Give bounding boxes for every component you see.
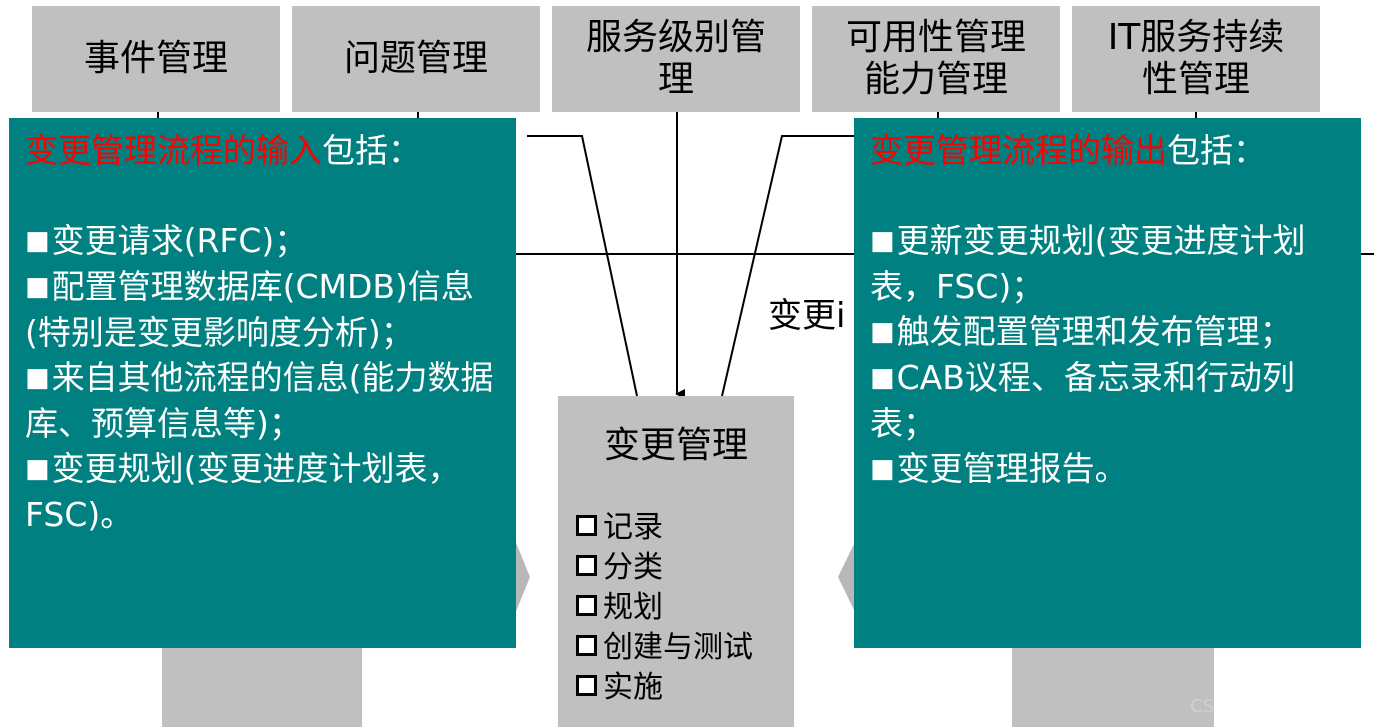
input-list: ■变更请求(RFC)； ■配置管理数据库(CMDB)信息(特别是变更影响度分析)…	[25, 218, 500, 537]
input-panel: 变更管理流程的输入包括： ■变更请求(RFC)； ■配置管理数据库(CMDB)信…	[9, 118, 516, 648]
box-label: IT服务持续 性管理	[1107, 17, 1285, 100]
checkbox-square-icon	[576, 555, 597, 576]
square-bullet-icon: ■	[870, 454, 895, 484]
square-bullet-icon: ■	[25, 454, 50, 484]
list-item: ■更新变更规划(变更进度计划表，FSC)；	[870, 221, 1306, 306]
list-item: ■配置管理数据库(CMDB)信息(特别是变更影响度分析)；	[25, 267, 474, 352]
input-panel-title: 变更管理流程的输入包括：	[25, 128, 500, 173]
square-bullet-icon: ■	[25, 226, 50, 256]
box-label: 问题管理	[343, 38, 488, 79]
left-chevron	[515, 540, 530, 614]
square-bullet-icon: ■	[25, 363, 50, 393]
step-item: 分类	[576, 548, 753, 588]
list-item: ■CAB议程、备忘录和行动列表；	[870, 358, 1295, 443]
funnel-left-edge	[527, 135, 638, 397]
left-lower-block	[162, 648, 362, 727]
change-management-box: 变更管理 记录 分类 规划 创建与测试 实施	[558, 396, 794, 727]
change-management-title: 变更管理	[603, 425, 748, 466]
checkbox-square-icon	[576, 635, 597, 656]
list-item: ■触发配置管理和发布管理；	[870, 312, 1293, 351]
checkbox-square-icon	[576, 515, 597, 536]
list-item: ■变更管理报告。	[870, 449, 1128, 488]
list-item: ■来自其他流程的信息(能力数据库、预算信息等)；	[25, 358, 494, 443]
box-availability-capacity-management: 可用性管理 能力管理	[812, 6, 1060, 112]
step-item: 实施	[576, 668, 753, 708]
list-item: ■变更规划(变更进度计划表，FSC)。	[25, 449, 461, 534]
output-panel: 变更管理流程的输出包括： ■更新变更规划(变更进度计划表，FSC)； ■触发配置…	[854, 118, 1361, 648]
checkbox-square-icon	[576, 595, 597, 616]
list-item: ■变更请求(RFC)；	[25, 221, 308, 260]
right-lower-block	[1012, 648, 1214, 727]
square-bullet-icon: ■	[870, 317, 895, 347]
square-bullet-icon: ■	[25, 272, 50, 302]
process-steps: 记录 分类 规划 创建与测试 实施	[576, 508, 753, 708]
box-incident-management: 事件管理	[32, 6, 280, 112]
box-label: 可用性管理 能力管理	[845, 17, 1026, 100]
funnel-right-edge	[721, 135, 866, 397]
output-panel-title: 变更管理流程的输出包括：	[870, 128, 1345, 173]
box-label: 服务级别管 理	[585, 17, 766, 100]
box-service-level-management: 服务级别管 理	[552, 6, 800, 112]
step-item: 规划	[576, 588, 753, 628]
box-it-continuity-management: IT服务持续 性管理	[1072, 6, 1320, 112]
right-chevron	[838, 540, 856, 614]
input-title-rest: 包括：	[322, 131, 421, 170]
change-partial-label: 变更i	[768, 296, 846, 336]
box-label: 事件管理	[83, 38, 228, 79]
output-title-rest: 包括：	[1167, 131, 1266, 170]
output-title-highlight: 变更管理流程的输出	[870, 131, 1167, 170]
box-problem-management: 问题管理	[292, 6, 540, 112]
square-bullet-icon: ■	[870, 226, 895, 256]
output-list: ■更新变更规划(变更进度计划表，FSC)； ■触发配置管理和发布管理； ■CAB…	[870, 218, 1345, 492]
input-title-highlight: 变更管理流程的输入	[25, 131, 322, 170]
checkbox-square-icon	[576, 675, 597, 696]
watermark: CS	[1190, 696, 1214, 717]
square-bullet-icon: ■	[870, 363, 895, 393]
step-item: 创建与测试	[576, 628, 753, 668]
step-item: 记录	[576, 508, 753, 548]
